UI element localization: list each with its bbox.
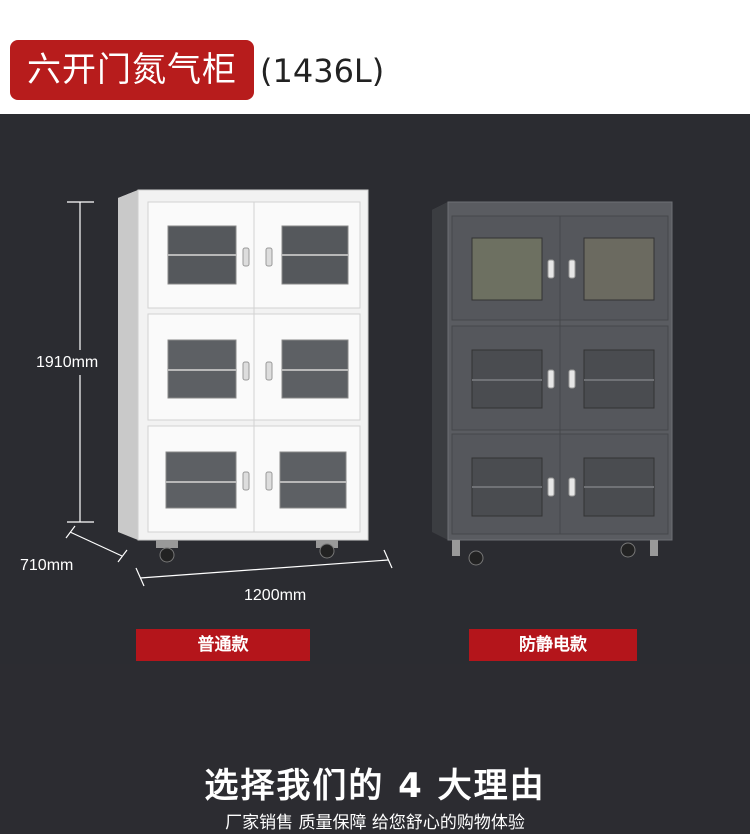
- reasons-subtitle: 厂家销售 质量保障 给您舒心的购物体验: [225, 813, 525, 833]
- depth-dimension-line: [65, 525, 128, 563]
- depth-dimension-label: 710mm: [20, 557, 74, 574]
- standard-cabinet: [118, 189, 369, 563]
- width-dimension-line: [135, 549, 393, 587]
- page-title: 六开门氮气柜: [10, 40, 254, 100]
- width-dimension-label: 1200mm: [244, 587, 307, 604]
- reasons-title: 选择我们的 4 大理由: [204, 766, 546, 806]
- header: 六开门氮气柜 (1436L): [0, 0, 750, 114]
- capacity-label: (1436L): [260, 52, 385, 90]
- esd-cabinet: [432, 201, 673, 566]
- reasons-section: [0, 664, 750, 834]
- height-dimension-line: [67, 201, 94, 523]
- height-dimension-label: 1910mm: [36, 354, 99, 371]
- standard-model-label: 普通款: [136, 629, 310, 661]
- esd-model-label: 防静电款: [469, 629, 637, 661]
